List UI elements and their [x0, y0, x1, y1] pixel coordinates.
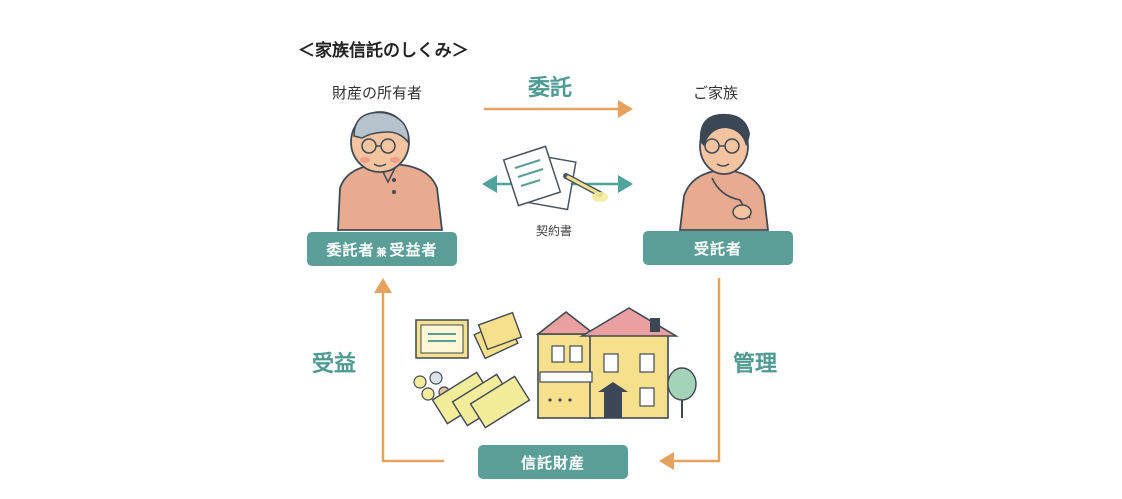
- owner-label: 財産の所有者: [332, 84, 423, 102]
- contract-document-icon: [502, 145, 577, 211]
- manage-arrow: [659, 278, 721, 470]
- trustee-box: 受託者: [643, 231, 793, 265]
- trust-property-box: 信託財産: [478, 445, 628, 479]
- cash-bills-icon: [431, 371, 531, 429]
- bond-papers-icon: [473, 311, 523, 360]
- owner-person-icon: [337, 111, 444, 231]
- entrust-label: 委託: [528, 76, 573, 101]
- family-person-icon: [678, 113, 770, 231]
- certificate-icon: [415, 319, 469, 359]
- house-icon: [535, 307, 679, 419]
- beneficiary-text: 受益者: [389, 240, 438, 259]
- benefit-label: 受益: [312, 352, 357, 377]
- family-label: ご家族: [693, 84, 739, 102]
- benefit-arrow: [374, 278, 444, 463]
- settlor-connector-text: 兼: [376, 247, 388, 259]
- pen-icon: [563, 173, 608, 202]
- diagram-title: ＜家族信託のしくみ＞: [298, 41, 469, 61]
- manage-label: 管理: [733, 352, 778, 377]
- entrust-arrow: [484, 100, 633, 118]
- tree-icon: [667, 367, 697, 418]
- settlor-beneficiary-box: 委託者 兼 受益者: [307, 232, 457, 266]
- contract-label: 契約書: [536, 224, 573, 238]
- settlor-text: 委託者: [326, 240, 375, 259]
